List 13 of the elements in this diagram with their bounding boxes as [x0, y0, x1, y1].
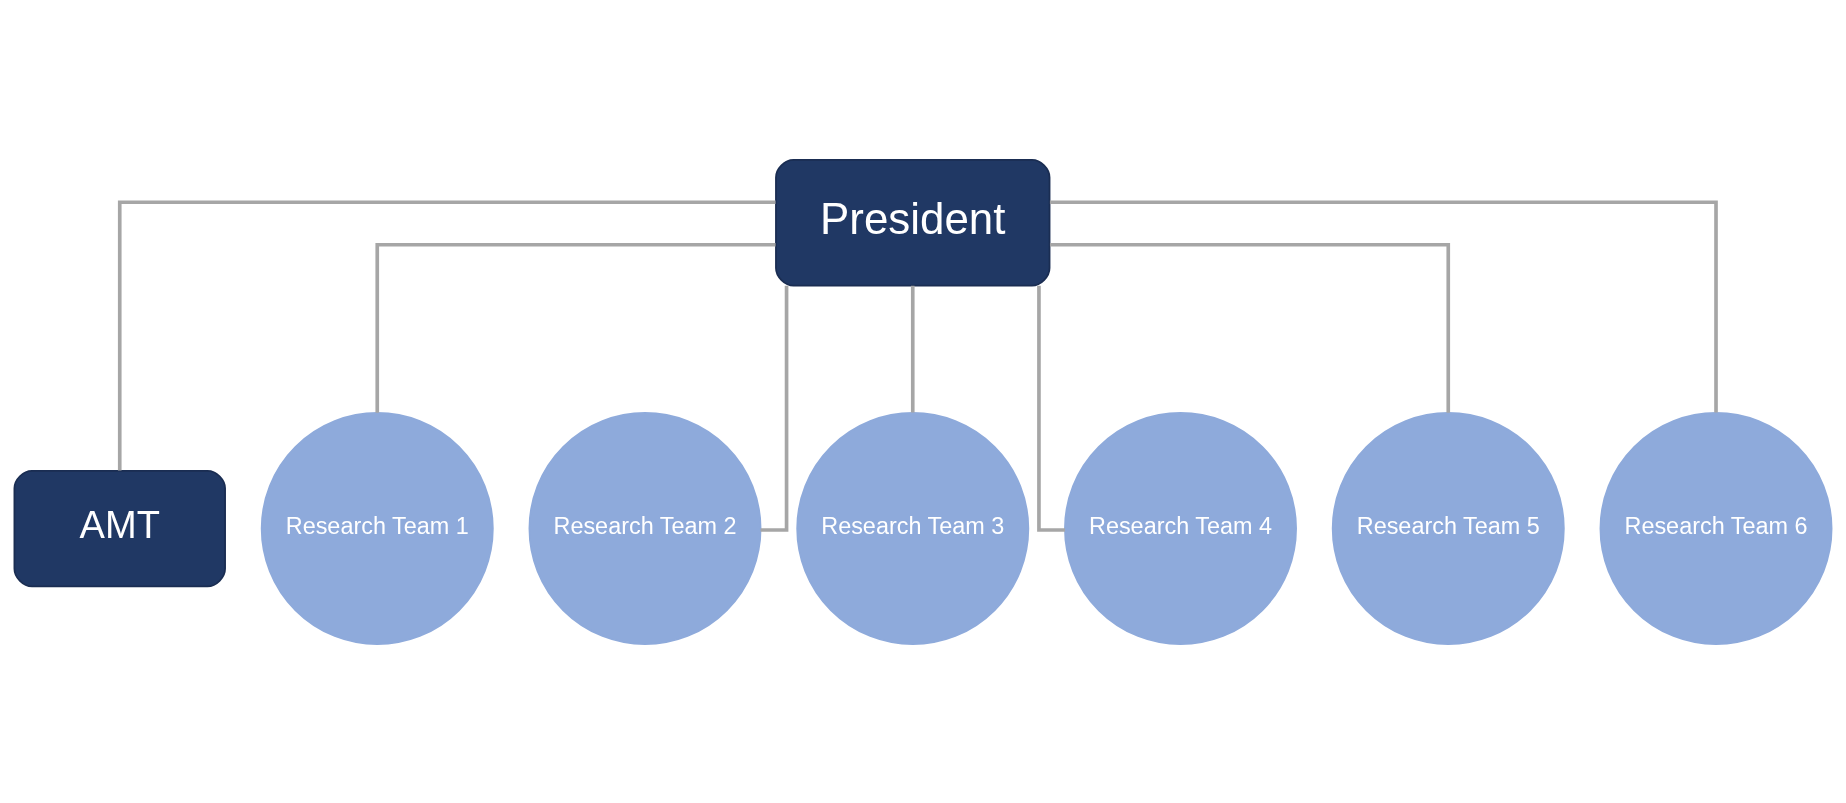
node-circle: Research Team 6 — [1599, 411, 1833, 645]
node-circle: Research Team 5 — [1331, 411, 1565, 645]
node-circle: Research Team 4 — [1064, 411, 1297, 645]
connector — [910, 285, 915, 412]
connector — [375, 242, 776, 413]
connector — [1049, 199, 1718, 413]
connector — [117, 199, 776, 471]
node-box: President — [775, 158, 1051, 287]
node-circle: Research Team 1 — [260, 411, 494, 645]
connector — [1049, 242, 1451, 413]
node-circle: Research Team 3 — [796, 411, 1030, 645]
node-circle: Research Team 2 — [528, 411, 762, 645]
node-box: AMT — [13, 469, 226, 587]
